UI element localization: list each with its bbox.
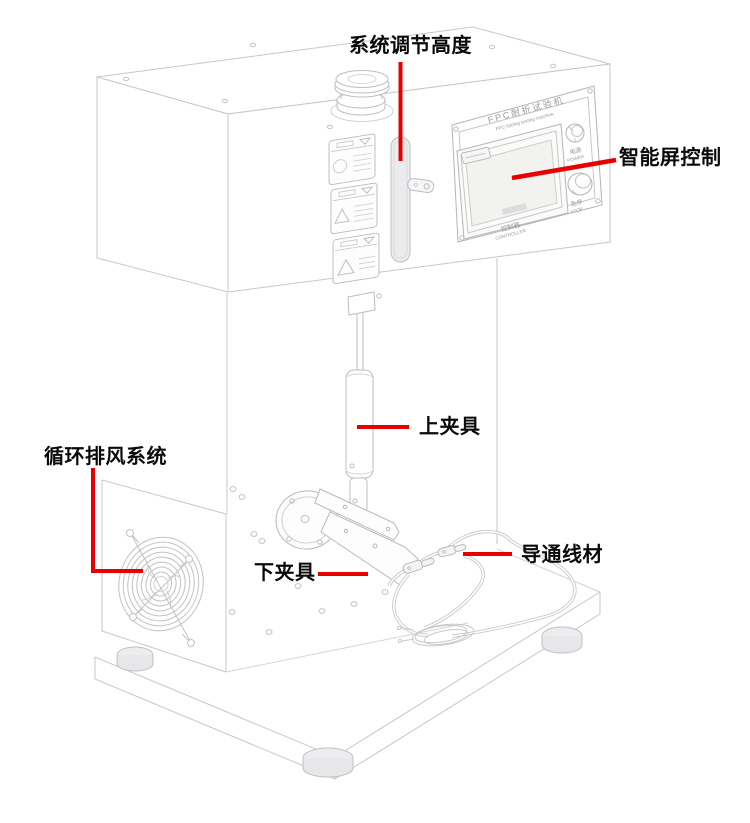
knob-cap-detail	[347, 74, 377, 84]
lower-section-hole	[352, 498, 358, 504]
annotation-line-exhaust	[91, 468, 143, 573]
label-conductive-wire: 导通线材	[521, 544, 603, 566]
annotation-line-smart-screen	[511, 157, 617, 181]
label-smart-screen: 智能屏控制	[619, 147, 722, 169]
label-exhaust-system: 循环排风系统	[44, 446, 167, 468]
top-adjustment-knob	[330, 70, 394, 122]
left-face	[96, 76, 229, 293]
exhaust-fan	[118, 529, 204, 647]
power-label-en: POWER	[567, 154, 586, 163]
top-face-screws	[122, 42, 557, 130]
clamp-cylinder	[345, 369, 374, 479]
power-button[interactable]	[565, 123, 585, 143]
vent-holes	[228, 486, 389, 635]
warning-stickers	[328, 133, 380, 285]
mount-screw	[376, 293, 382, 299]
cylinder-top-arc	[345, 373, 374, 379]
warning-sticker-3	[332, 232, 380, 285]
wire-coil	[396, 623, 475, 647]
control-panel: FPC耐折试验机 FPC folding testing machine 电源 …	[451, 85, 603, 243]
stop-label-en: STOP	[570, 207, 583, 215]
cylinder-hole	[349, 463, 355, 469]
conductive-wire	[387, 529, 577, 647]
knob-cap-top	[335, 70, 389, 88]
foot-right	[541, 626, 583, 654]
hazard-triangle-icon	[337, 259, 355, 276]
screen-corner-tag	[460, 146, 491, 165]
wire-plug-a	[402, 557, 435, 574]
wire-core	[388, 530, 576, 637]
label-lower-clamp: 下夹具	[254, 562, 316, 584]
wire-plug-b	[437, 544, 467, 558]
clamp-top-bar	[314, 488, 400, 541]
upper-clamp	[345, 291, 382, 513]
clamp-mount-block	[347, 291, 376, 316]
base-top-back-edge	[496, 548, 601, 593]
stop-button[interactable]	[567, 172, 593, 196]
lower-clamp	[275, 488, 419, 586]
hazard-triangle-icon	[334, 208, 350, 224]
stop-label-cn: 急停	[570, 198, 584, 209]
leveling-feet	[116, 626, 583, 778]
foot-front	[302, 747, 354, 778]
fan-hub-blades	[141, 563, 181, 608]
warning-triangle-icon	[360, 186, 374, 194]
warning-sticker-2	[330, 182, 378, 235]
label-upper-clamp: 上夹具	[419, 416, 481, 438]
cylinder-bottom-arc	[345, 469, 374, 475]
adjust-lever	[407, 177, 435, 194]
base-side-left	[94, 657, 336, 780]
power-label-cn: 电源	[569, 146, 583, 157]
warning-sticker-1	[328, 133, 376, 186]
annotation-lines	[91, 62, 617, 576]
lower-left-outline	[101, 480, 227, 673]
screen-brand-strip	[502, 203, 527, 215]
fan-spoke-2	[133, 560, 189, 617]
base-side-right	[334, 592, 601, 780]
warning-triangle-icon	[362, 236, 376, 244]
foot-left	[116, 646, 154, 672]
label-height-adjust: 系统调节高度	[349, 35, 472, 57]
lower-left-top-edge	[101, 479, 227, 515]
lower-left-face-fill	[102, 480, 226, 672]
clamp-rod	[356, 313, 364, 371]
warning-triangle-icon	[358, 137, 372, 145]
lower-front-bottom-edge	[225, 622, 469, 673]
fan-grille-rings	[118, 536, 204, 632]
touchscreen[interactable]	[456, 123, 569, 240]
fan-mount-screws	[126, 529, 195, 647]
screen-display-area	[465, 139, 558, 227]
